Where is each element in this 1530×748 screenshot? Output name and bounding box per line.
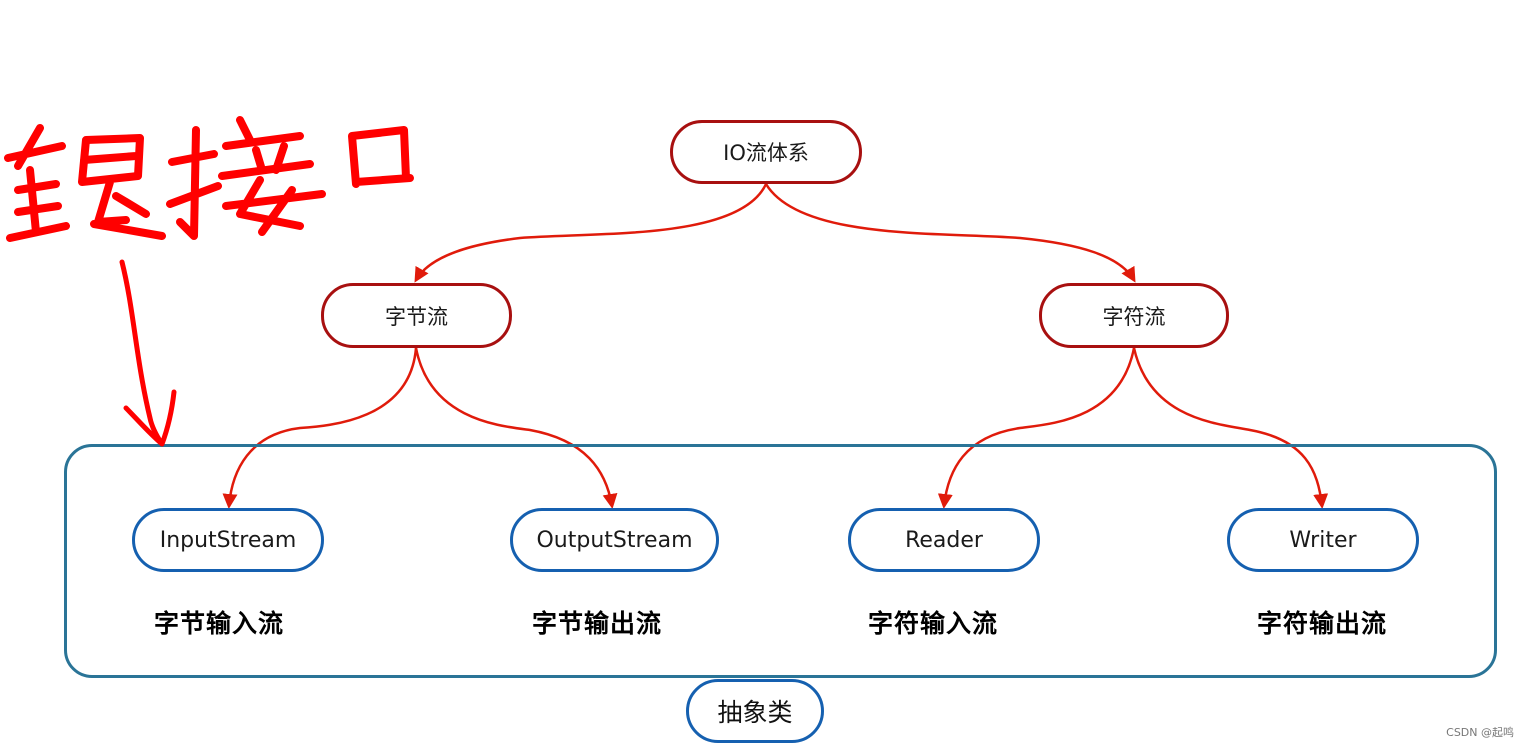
abstract-class-group xyxy=(64,444,1497,678)
char-stream-node: 字符流 xyxy=(1039,283,1229,348)
writer-node: Writer xyxy=(1227,508,1419,572)
edge-byte-to-inputstream xyxy=(222,347,418,509)
inputstream-caption: 字节输入流 xyxy=(154,609,285,638)
outputstream-label: OutputStream xyxy=(536,527,693,553)
annotation-char-2 xyxy=(166,116,326,240)
edge-byte-to-outputstream xyxy=(414,347,618,509)
annotation-char-3 xyxy=(348,126,414,188)
edge-char-to-reader xyxy=(937,347,1136,509)
inputstream-label: InputStream xyxy=(159,527,297,553)
inputstream-node: InputStream xyxy=(132,508,324,572)
byte-stream-node: 字节流 xyxy=(321,283,512,348)
reader-label: Reader xyxy=(905,527,983,553)
reader-node: Reader xyxy=(848,508,1040,572)
root-node: IO流体系 xyxy=(670,120,862,184)
watermark: CSDN @起鸣 xyxy=(1446,726,1514,739)
edge-root-to-byte-stream xyxy=(414,183,768,283)
abstract-class-text: 抽象类 xyxy=(717,698,793,727)
edge-root-to-char-stream xyxy=(764,183,1136,283)
char-stream-label: 字符流 xyxy=(1102,304,1166,329)
byte-stream-label: 字节流 xyxy=(385,304,448,329)
outputstream-node: OutputStream xyxy=(510,508,719,572)
root-node-label: IO流体系 xyxy=(723,141,809,165)
annotation-char-1 xyxy=(4,124,166,242)
writer-caption: 字符输出流 xyxy=(1257,609,1388,638)
abstract-class-label: 抽象类 xyxy=(686,679,824,743)
annotation-arrow xyxy=(119,259,177,447)
edge-char-to-writer xyxy=(1132,347,1329,509)
outputstream-caption: 字节输出流 xyxy=(532,609,663,638)
writer-label: Writer xyxy=(1289,527,1357,553)
reader-caption: 字符输入流 xyxy=(868,609,999,638)
